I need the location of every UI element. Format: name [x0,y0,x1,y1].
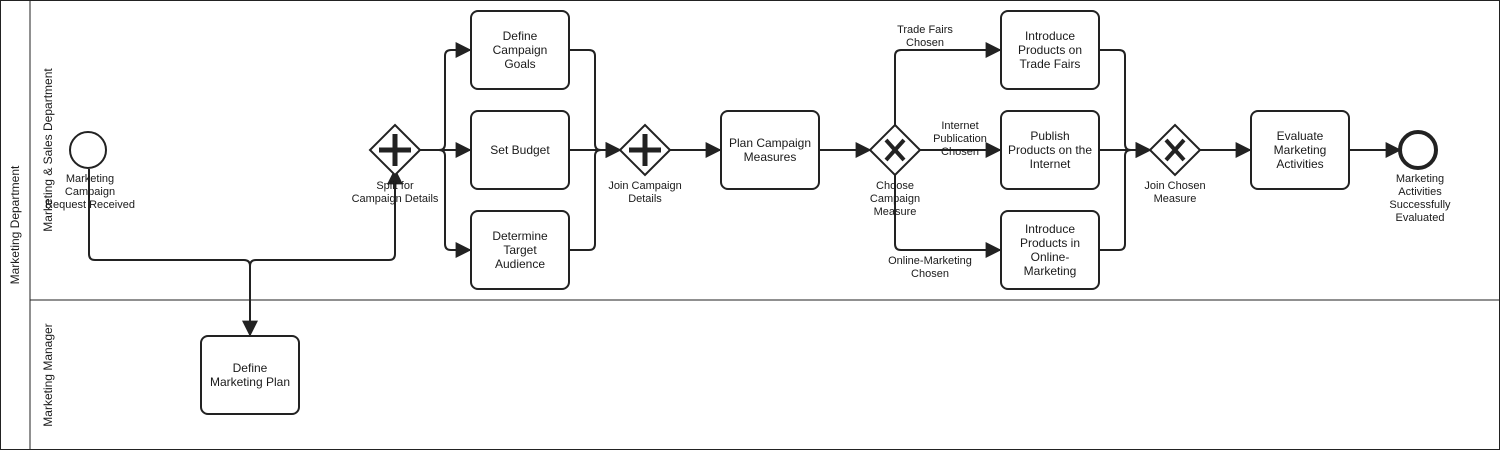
gateway-join-chosen-measure[interactable] [1148,123,1202,177]
gateway-split-campaign-details[interactable] [368,123,422,177]
task-determine-target-audience[interactable]: Determine Target Audience [470,210,570,290]
join-details-gateway-label: Join Campaign Details [608,180,682,205]
task-label: Determine Target Audience [492,229,548,271]
task-introduce-online-marketing[interactable]: Introduce Products in Online- Marketing [1000,210,1100,290]
task-label: Evaluate Marketing Activities [1273,129,1327,171]
task-label: Define Marketing Plan [209,361,291,389]
task-label: Set Budget [490,143,550,157]
task-introduce-trade-fairs[interactable]: Introduce Products on Trade Fairs [1000,10,1100,90]
start-event[interactable] [69,131,107,169]
task-publish-internet[interactable]: Publish Products on the Internet [1000,110,1100,190]
choose-gateway-label: Choose Campaign Measure [869,180,921,218]
sequence-flows [88,42,1402,337]
flow-goals-to-join [570,49,622,158]
flow-split-to-goals [420,42,472,151]
flow-choose-to-online [894,175,1002,258]
gateway-join-campaign-details[interactable] [618,123,672,177]
join-measure-gateway-label: Join Chosen Measure [1144,180,1206,205]
task-label: Introduce Products on Trade Fairs [1017,29,1083,71]
flow-audience-to-join [570,142,622,251]
flow-choose-to-trade-fairs [894,42,1002,125]
task-label: Plan Campaign Measures [728,136,812,164]
split-gateway-label: Split for Campaign Details [351,180,439,205]
flow-label-internet: Internet Publication Chosen [933,120,987,158]
task-evaluate-marketing-activities[interactable]: Evaluate Marketing Activities [1250,110,1350,190]
task-define-campaign-goals[interactable]: Define Campaign Goals [470,10,570,90]
flow-define-plan-to-split [249,168,403,300]
pool-label: Marketing Department [8,165,22,285]
flow-label-online: Online-Marketing Chosen [888,255,972,280]
end-event[interactable] [1398,130,1438,170]
flow-split-to-audience [420,149,472,258]
start-event-label: Marketing Campaign Request Received [45,173,135,211]
exclusive-x-icon [1164,138,1186,162]
task-label: Introduce Products in Online- Marketing [1019,222,1081,278]
exclusive-x-icon [884,138,906,162]
end-event-label: Marketing Activities Successfully Evalua… [1389,173,1451,224]
parallel-plus-icon [629,134,661,166]
task-plan-campaign-measures[interactable]: Plan Campaign Measures [720,110,820,190]
task-define-marketing-plan[interactable]: Define Marketing Plan [200,335,300,415]
flow-trade-fairs-to-join [1100,49,1152,158]
task-set-budget[interactable]: Set Budget [470,110,570,190]
task-label: Publish Products on the Internet [1007,129,1093,171]
lane-label-marketing-manager: Marketing Manager [41,323,55,427]
parallel-plus-icon [379,134,411,166]
flow-online-to-join [1100,142,1152,251]
gateway-choose-campaign-measure[interactable] [868,123,922,177]
task-label: Define Campaign Goals [492,29,548,71]
flow-label-trade-fairs: Trade Fairs Chosen [897,24,953,49]
